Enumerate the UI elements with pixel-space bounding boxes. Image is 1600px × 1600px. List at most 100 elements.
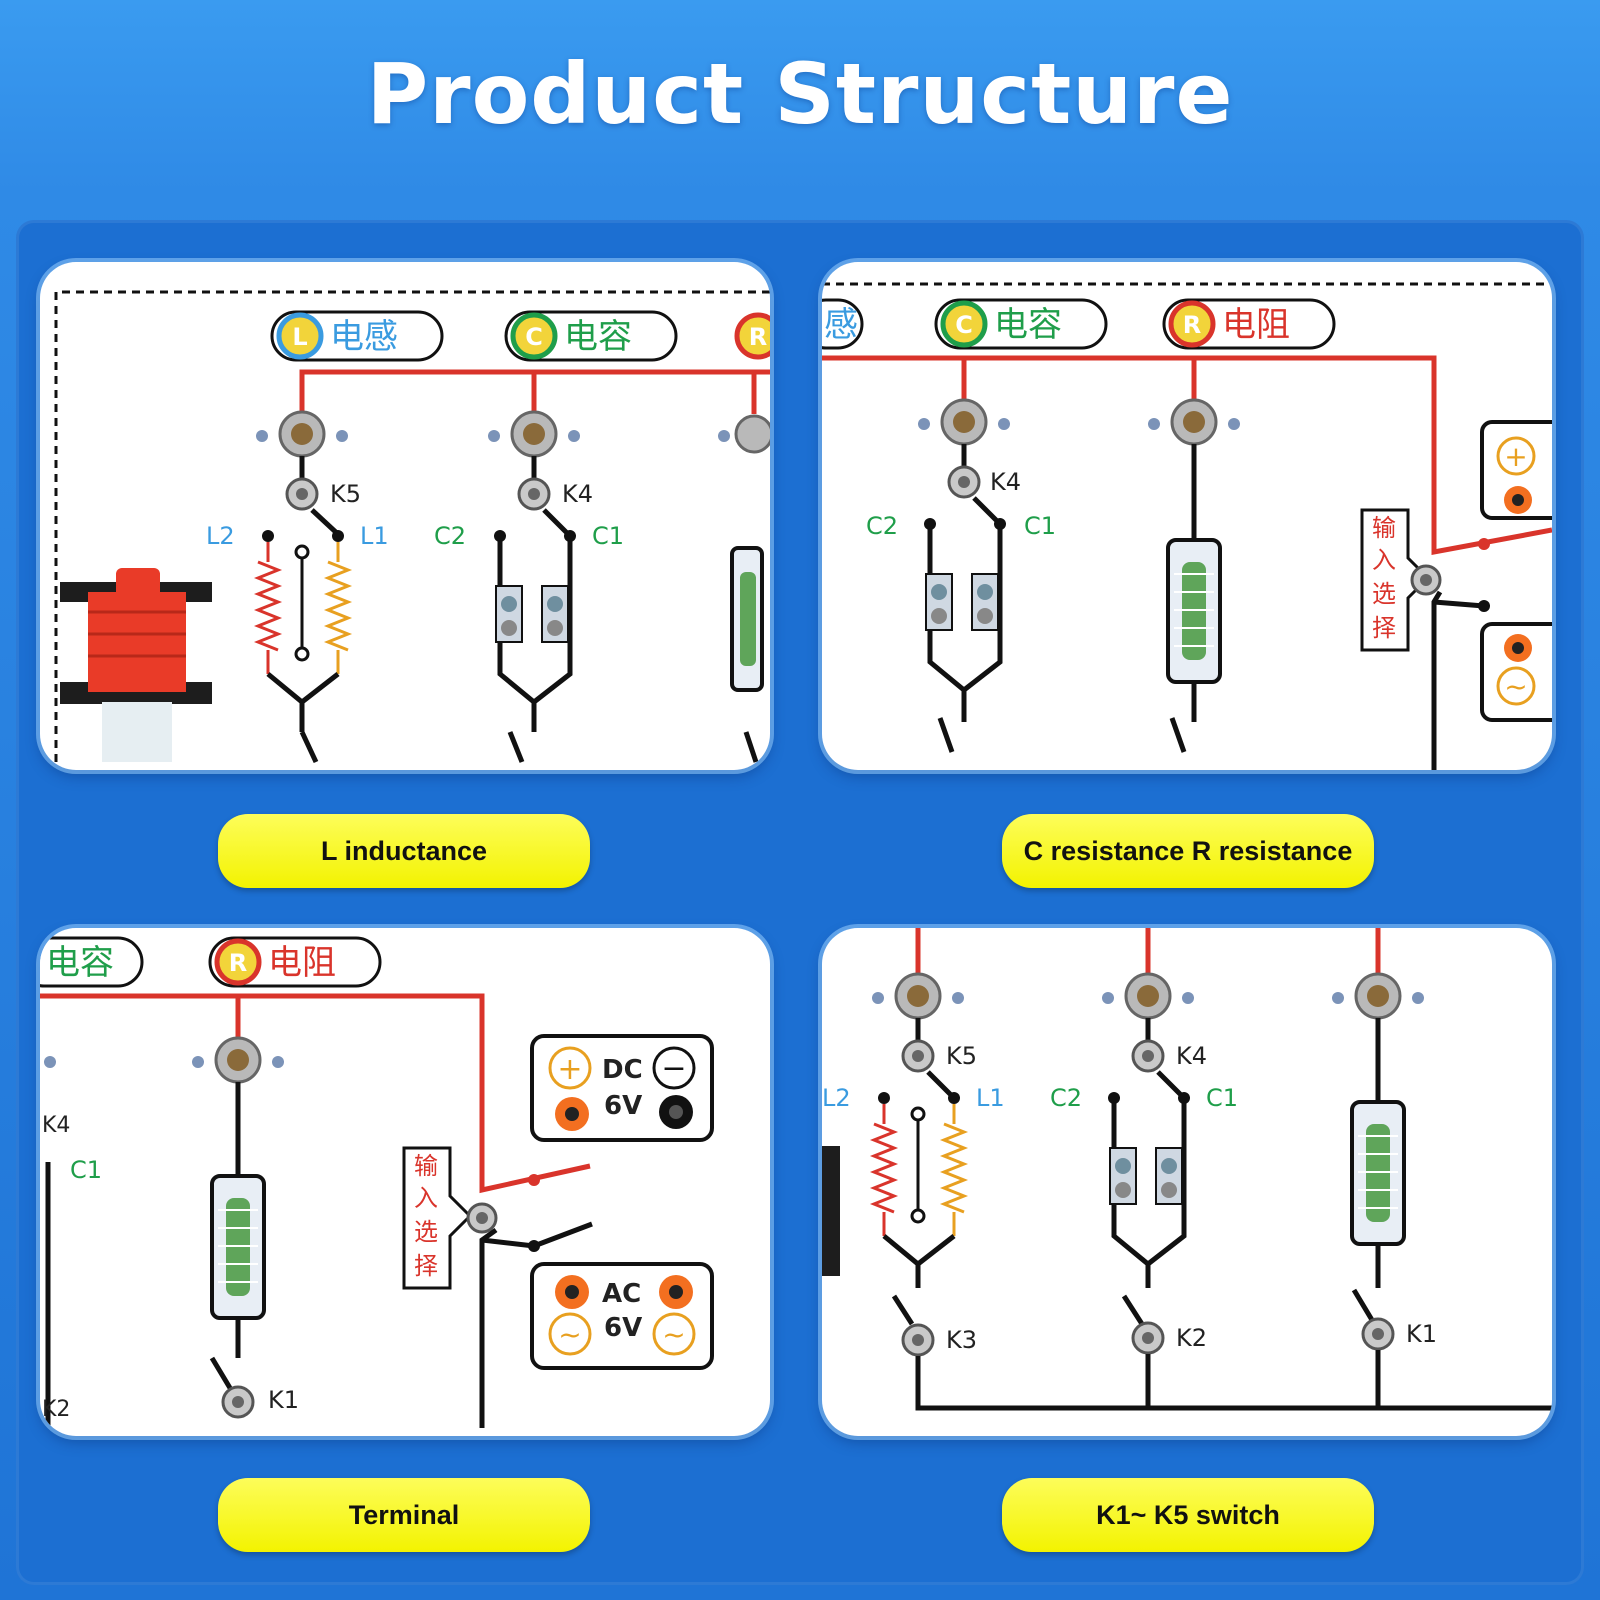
svg-text:R: R bbox=[749, 323, 767, 351]
dc-positive-jack[interactable] bbox=[555, 1097, 589, 1131]
toggle-switch-k1[interactable] bbox=[221, 1385, 255, 1419]
badge-inductance-partial: 感 bbox=[822, 298, 864, 350]
toggle-switch-k3[interactable] bbox=[901, 1323, 935, 1357]
svg-text:+: + bbox=[1504, 440, 1527, 473]
badge-resistance: R 电阻 bbox=[1162, 298, 1336, 350]
svg-text:输: 输 bbox=[1372, 514, 1396, 542]
svg-text:择: 择 bbox=[1372, 614, 1396, 642]
coil-l1 bbox=[323, 542, 353, 674]
toggle-switch-k1[interactable] bbox=[1361, 1317, 1395, 1351]
switch-label-k5: K5 bbox=[330, 480, 361, 508]
terminal-label-l2: L2 bbox=[206, 522, 235, 550]
svg-text:~: ~ bbox=[1504, 670, 1527, 703]
badge-resistance-partial: R bbox=[734, 312, 770, 360]
toggle-switch-k2[interactable] bbox=[1131, 1321, 1165, 1355]
binding-post[interactable] bbox=[872, 972, 964, 1020]
dc-voltage: 6V bbox=[604, 1091, 642, 1121]
toggle-switch-k4[interactable] bbox=[947, 465, 981, 499]
coil-l2 bbox=[253, 542, 283, 674]
caption-c-r-resistance: C resistance R resistance bbox=[1002, 814, 1374, 888]
page-title: Product Structure bbox=[366, 45, 1234, 143]
dc-negative-jack[interactable] bbox=[659, 1095, 693, 1129]
ac-label: AC bbox=[602, 1279, 641, 1309]
resistor bbox=[1166, 538, 1222, 684]
binding-post[interactable] bbox=[256, 410, 348, 458]
dc-plus-symbol: + bbox=[557, 1052, 582, 1087]
switches-diagram: K5 K4 L2 L1 C2 C1 bbox=[822, 928, 1552, 1411]
badge-inductance: L 电感 bbox=[270, 310, 444, 362]
svg-text:选: 选 bbox=[1372, 580, 1396, 608]
ac-jack-right[interactable] bbox=[659, 1275, 693, 1309]
resistor bbox=[1350, 1100, 1406, 1246]
resistance-diagram: 感 C 电容 R 电阻 bbox=[822, 282, 1552, 770]
switch-label-k1: K1 bbox=[1406, 1320, 1437, 1348]
switch-label-k4: K4 bbox=[1176, 1042, 1207, 1070]
ac-jack-left[interactable] bbox=[555, 1275, 589, 1309]
svg-text:感: 感 bbox=[824, 305, 858, 345]
svg-text:电感: 电感 bbox=[330, 317, 398, 357]
toggle-switch-k5[interactable] bbox=[285, 477, 319, 511]
svg-text:输: 输 bbox=[414, 1152, 438, 1180]
badge-capacitance: C 电容 bbox=[934, 298, 1108, 350]
dc-label: DC bbox=[602, 1055, 643, 1085]
input-select-switch[interactable] bbox=[1410, 564, 1442, 596]
toggle-switch-k4[interactable] bbox=[517, 477, 551, 511]
switch-label-k1: K1 bbox=[268, 1386, 299, 1414]
capacitor-pair bbox=[495, 585, 569, 643]
switch-label-k4: K4 bbox=[562, 480, 593, 508]
svg-text:C: C bbox=[525, 323, 543, 351]
binding-post[interactable] bbox=[1332, 972, 1424, 1020]
svg-text:电容: 电容 bbox=[564, 317, 632, 357]
badge-capacitance-partial: 电容 bbox=[40, 936, 144, 988]
capacitor-pair bbox=[925, 573, 999, 631]
caption-k1-k5-switch: K1~ K5 switch bbox=[1002, 1478, 1374, 1552]
binding-post[interactable] bbox=[488, 410, 580, 458]
terminal-label-l1: L1 bbox=[976, 1084, 1005, 1112]
inductance-diagram: L 电感 C 电容 R bbox=[54, 290, 770, 770]
binding-post[interactable] bbox=[918, 398, 1010, 446]
svg-text:择: 择 bbox=[414, 1252, 438, 1280]
terminal-label-c2: C2 bbox=[434, 522, 466, 550]
caption-terminal: Terminal bbox=[218, 1478, 590, 1552]
panel-inductance: L 电感 C 电容 R bbox=[40, 262, 770, 770]
switch-label-k3: K3 bbox=[946, 1326, 977, 1354]
binding-post[interactable] bbox=[1102, 972, 1194, 1020]
panel-switches: K5 K4 L2 L1 C2 C1 bbox=[822, 928, 1552, 1436]
terminal-label-c1: C1 bbox=[1206, 1084, 1238, 1112]
binding-post[interactable] bbox=[718, 414, 770, 454]
terminal-label-c1: C1 bbox=[592, 522, 624, 550]
input-select-switch[interactable] bbox=[466, 1202, 498, 1234]
svg-text:电容: 电容 bbox=[46, 943, 114, 983]
terminal-label-c1: C1 bbox=[1024, 512, 1056, 540]
switch-label-k4: K4 bbox=[990, 468, 1021, 496]
toggle-switch-k5[interactable] bbox=[901, 1039, 935, 1073]
svg-text:R: R bbox=[229, 949, 247, 977]
toggle-switch-k4[interactable] bbox=[1131, 1039, 1165, 1073]
badge-capacitance: C 电容 bbox=[504, 310, 678, 362]
panel-terminal: 电容 R 电阻 K4 C1 K1 K2 bbox=[40, 928, 770, 1436]
capacitor-pair bbox=[1109, 1147, 1183, 1205]
dc-terminal-box: + DC 6V − bbox=[530, 1034, 714, 1142]
terminal-label-l1: L1 bbox=[360, 522, 389, 550]
switch-label-k2: K2 bbox=[42, 1397, 70, 1422]
caption-l-inductance: L inductance bbox=[218, 814, 590, 888]
svg-text:C: C bbox=[955, 311, 973, 339]
binding-post[interactable] bbox=[1148, 398, 1240, 446]
svg-text:R: R bbox=[1183, 311, 1201, 339]
coil-l1 bbox=[939, 1104, 969, 1236]
panel-capacitance-resistance: 感 C 电容 R 电阻 bbox=[822, 262, 1552, 770]
svg-text:L: L bbox=[292, 323, 307, 351]
binding-post[interactable] bbox=[192, 1036, 284, 1084]
svg-text:选: 选 bbox=[414, 1218, 438, 1246]
terminal-diagram: 电容 R 电阻 K4 C1 K1 K2 bbox=[40, 936, 714, 1428]
dc-minus-symbol: − bbox=[661, 1051, 686, 1086]
resistor bbox=[210, 1174, 266, 1320]
inductor-coil-spool bbox=[60, 568, 212, 762]
svg-text:电阻: 电阻 bbox=[268, 943, 336, 983]
svg-text:电阻: 电阻 bbox=[1222, 305, 1290, 345]
ac-symbol-right: ~ bbox=[662, 1318, 685, 1351]
svg-text:入: 入 bbox=[414, 1184, 438, 1212]
coil-l2 bbox=[869, 1104, 899, 1236]
ac-voltage: 6V bbox=[604, 1313, 642, 1343]
svg-text:电容: 电容 bbox=[994, 305, 1062, 345]
